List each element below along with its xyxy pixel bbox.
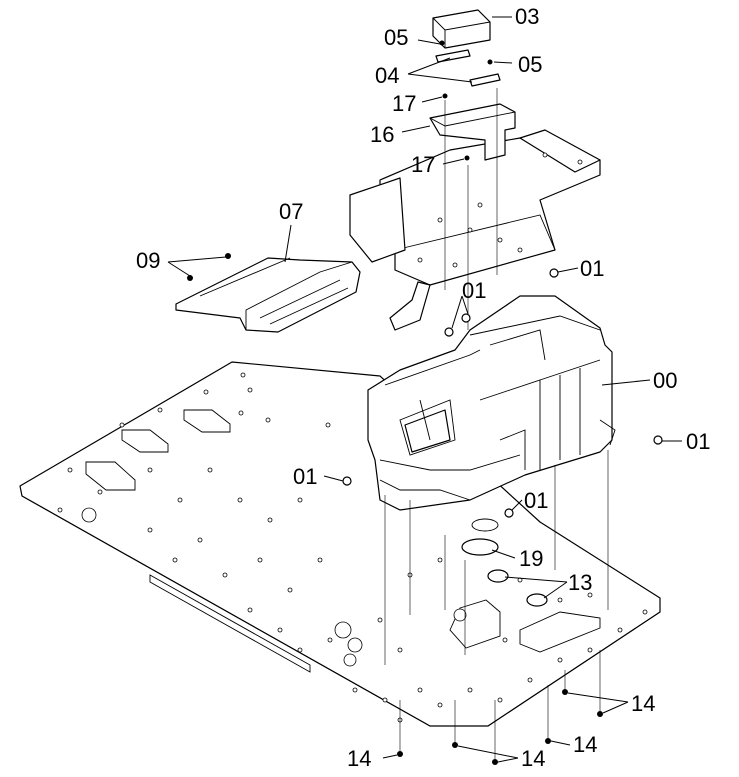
gasket-19 (461, 518, 499, 556)
label-09: 09 (136, 248, 160, 273)
label-14-right: 14 (631, 691, 655, 716)
fasteners (187, 40, 663, 765)
label-13: 13 (568, 570, 592, 595)
label-05-right: 05 (518, 52, 542, 77)
label-01-left: 01 (293, 464, 317, 489)
label-01-center: 01 (462, 278, 486, 303)
label-14-bottom-center: 14 (521, 746, 545, 771)
label-17-mid: 17 (411, 152, 435, 177)
module-03 (432, 9, 491, 49)
mounting-bracket-frame (349, 129, 601, 331)
label-03: 03 (515, 4, 539, 29)
label-16: 16 (370, 122, 394, 147)
main-unit-00 (367, 295, 616, 511)
floor-plate (19, 361, 661, 727)
label-17-top: 17 (392, 91, 416, 116)
label-01-top-right: 01 (580, 256, 604, 281)
guide-lines (384, 88, 609, 760)
label-14-bottom-right: 14 (573, 732, 597, 757)
label-05-left: 05 (384, 25, 408, 50)
plate-holes (57, 372, 648, 723)
leader-lines (167, 16, 682, 763)
label-00: 00 (653, 368, 677, 393)
part-labels: 03 05 05 04 17 16 17 07 09 01 01 00 01 0… (136, 4, 710, 771)
plugs-13 (487, 569, 548, 607)
label-01-bottom: 01 (524, 488, 548, 513)
label-14-bottom-left: 14 (347, 746, 371, 771)
label-07: 07 (279, 199, 303, 224)
duct-07 (175, 257, 361, 333)
label-19: 19 (519, 546, 543, 571)
clip-04 (435, 49, 501, 87)
label-01-right: 01 (686, 429, 710, 454)
label-04: 04 (375, 63, 399, 88)
